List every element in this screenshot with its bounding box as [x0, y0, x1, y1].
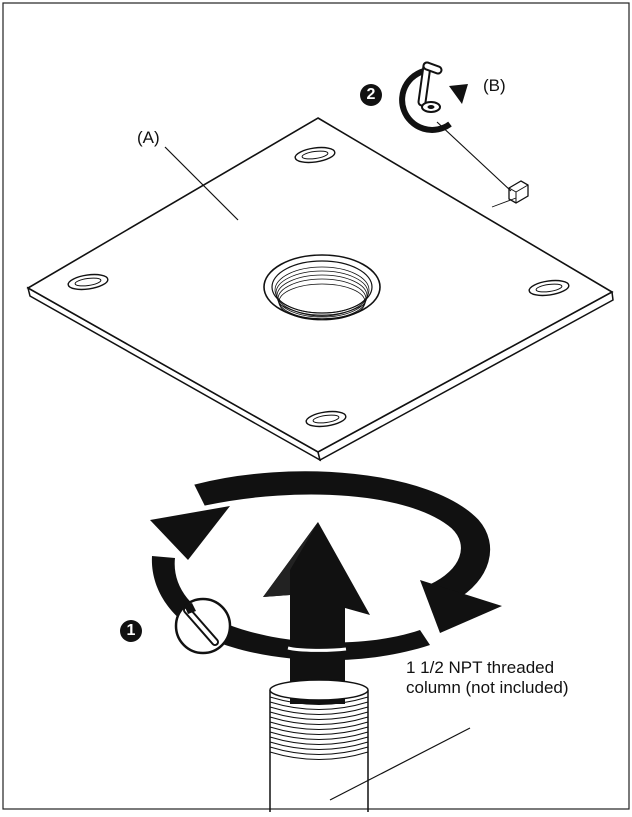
ceiling-plate: [26, 117, 614, 462]
plate-slot: [67, 273, 109, 291]
screw-dash-line: [491, 197, 517, 208]
hex-key-icon: [399, 61, 468, 133]
wrench-icon: [174, 597, 232, 655]
plate-slot: [305, 410, 347, 428]
up-arrow-icon: [263, 522, 370, 704]
step-badge-2: 2: [360, 84, 382, 106]
screw-label: (B): [483, 76, 506, 95]
rotation-arrow-icon: [449, 84, 468, 104]
plate-label: (A): [137, 128, 160, 147]
column-leader-line: [329, 727, 471, 801]
ring-gap: [287, 646, 347, 652]
rotation-arrow-icon: [150, 506, 230, 560]
rotation-arrow-icon: [420, 580, 502, 633]
plate-leader-line: [164, 146, 239, 221]
column-label-line-2: column (not included): [406, 678, 569, 697]
plate-slot: [528, 279, 570, 297]
set-screw: [508, 180, 529, 204]
column-label-line-1: 1 1/2 NPT threaded: [406, 658, 555, 677]
threaded-column: [269, 679, 369, 812]
rotation-arrow-icon: [212, 622, 430, 661]
column-label: 1 1/2 NPT threaded column (not included): [406, 658, 569, 698]
step-badge-1: 1: [120, 620, 142, 642]
threaded-center-hole: [263, 254, 381, 321]
rotation-ring: [150, 471, 502, 661]
screw-leader-line: [436, 121, 512, 192]
plate-slot: [294, 146, 336, 164]
